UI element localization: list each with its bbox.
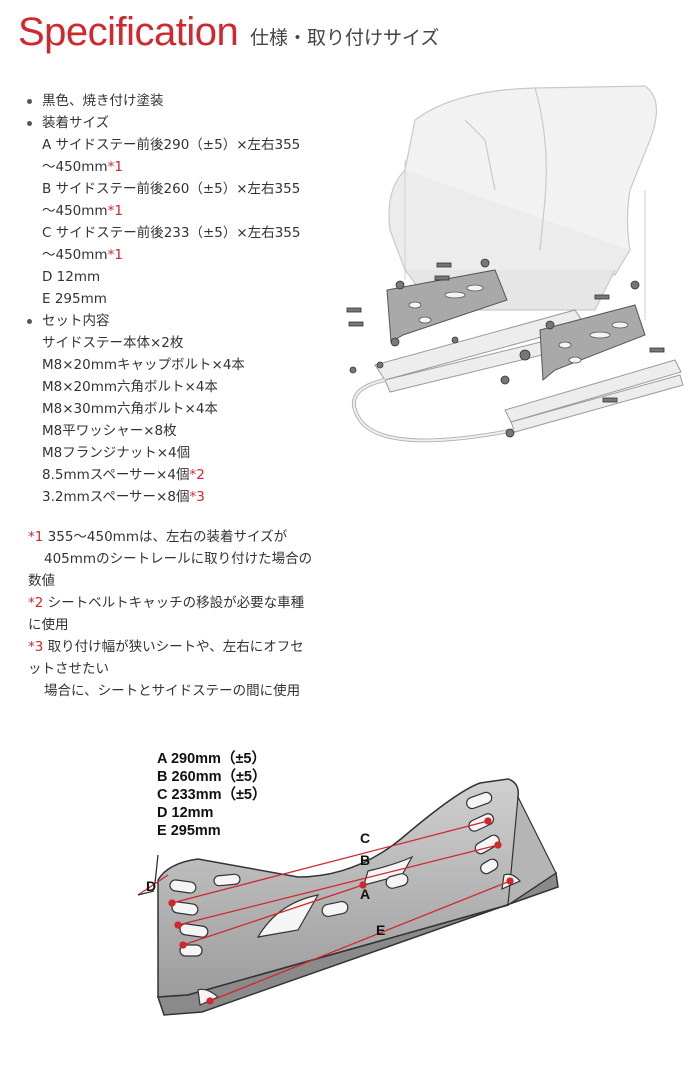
spec-size-d: D 12mm: [42, 269, 101, 285]
footnote-3: *3 取り付け幅が狭いシートや、左右にオフセ: [28, 639, 304, 655]
spec-size-b-line2: ～450mm*1: [42, 203, 123, 219]
dim-a: A 290mm（±5）: [157, 751, 266, 767]
footnote-1-cont2: 数値: [28, 573, 55, 589]
label-b: B: [360, 852, 370, 868]
spec-item-color: 黒色、焼き付け塗装: [24, 90, 354, 112]
spec-size-b-line1: B サイドステー前後260（±5）×左右355: [42, 181, 301, 197]
spec-list: 黒色、焼き付け塗装 装着サイズ A サイドステー前後290（±5）×左右355 …: [24, 90, 354, 508]
note-ref-1: *1: [107, 159, 123, 175]
page-subtitle: 仕様・取り付けサイズ: [250, 27, 440, 49]
spec-size-a-line1: A サイドステー前後290（±5）×左右355: [42, 137, 301, 153]
spec-size-a-line2: ～450mm*1: [42, 159, 123, 175]
spec-size-e: E 295mm: [42, 291, 107, 307]
footnotes: *1 355～450mmは、左右の装着サイズが 405mmのシートレールに取り付…: [28, 526, 338, 702]
note-ref-3: *3: [189, 489, 205, 505]
set-item: M8平ワッシャー×8枚: [42, 423, 177, 439]
note-ref-2: *2: [189, 467, 205, 483]
label-e: E: [376, 922, 385, 938]
spec-item-size: 装着サイズ: [24, 112, 354, 134]
dimension-legend: A 290mm（±5） B 260mm（±5） C 233mm（±5） D 12…: [157, 750, 267, 840]
set-item: M8×30mm六角ボルト×4本: [42, 401, 218, 417]
label-a: A: [360, 886, 370, 902]
footnote-1: *1 355～450mmは、左右の装着サイズが: [28, 529, 288, 545]
set-item: M8フランジナット×4個: [42, 445, 191, 461]
set-item: M8×20mmキャップボルト×4本: [42, 357, 245, 373]
page-title: Specification: [18, 10, 239, 54]
seat-illustration: [346, 85, 684, 443]
footnote-3-cont: ットさせたい: [28, 661, 109, 677]
dim-c: C 233mm（±5）: [157, 787, 267, 803]
spec-size-c-line2: ～450mm*1: [42, 247, 123, 263]
spec-item-set: セット内容: [24, 310, 354, 332]
footnote-1-cont: 405mmのシートレールに取り付けた場合の: [44, 551, 313, 567]
dim-e: E 295mm: [157, 823, 221, 839]
note-ref-1: *1: [107, 203, 123, 219]
label-c: C: [360, 830, 370, 846]
set-item-spacer-32: 3.2mmスペーサー×8個*3: [42, 489, 205, 505]
set-item-spacer-85: 8.5mmスペーサー×4個*2: [42, 467, 205, 483]
footnote-2-cont: に使用: [28, 617, 69, 633]
side-stay-diagram: C B A D E: [137, 778, 559, 1016]
footnote-3-cont2: 場合に、シートとサイドステーの間に使用: [44, 683, 301, 699]
dim-b: B 260mm（±5）: [157, 769, 267, 785]
footnote-2: *2 シートベルトキャッチの移設が必要な車種: [28, 595, 305, 611]
note-ref-1: *1: [107, 247, 123, 263]
set-item: サイドステー本体×2枚: [42, 335, 184, 351]
label-d: D: [146, 878, 156, 894]
dim-d: D 12mm: [157, 805, 214, 821]
set-item: M8×20mm六角ボルト×4本: [42, 379, 218, 395]
spec-size-c-line1: C サイドステー前後233（±5）×左右355: [42, 225, 301, 241]
